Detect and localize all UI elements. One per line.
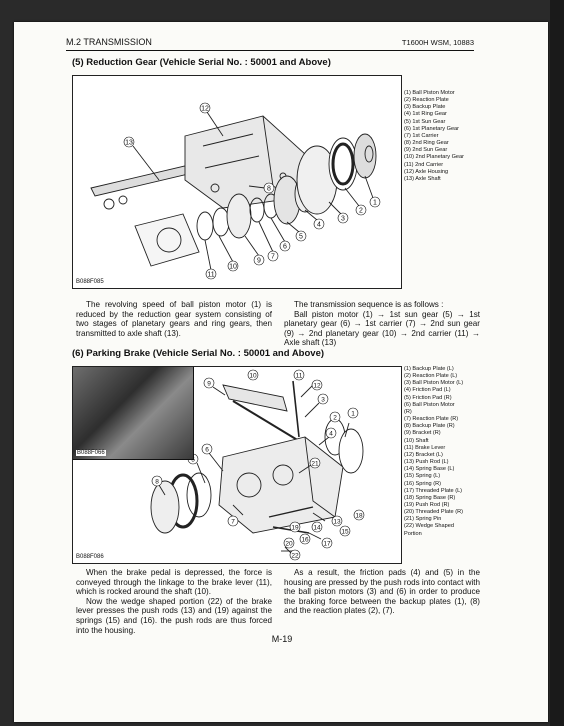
callout-21: 21 (311, 461, 319, 468)
parts-list-item: (7) 1st Carrier (404, 132, 439, 139)
parts-list-item: Portion (404, 530, 422, 537)
parking-brake-parts-list: (1) Backup Plate (L) (2) Reaction Plate … (404, 366, 463, 538)
parts-list-item: (7) Reaction Plate (R) (404, 416, 459, 423)
section-heading: M.2 TRANSMISSION (66, 37, 152, 47)
page-edge-shadow (550, 0, 564, 726)
parts-list-item: (1) Ball Piston Motor (404, 90, 455, 96)
callout-12: 12 (201, 106, 209, 113)
paragraph: The transmission sequence is as follows … (294, 300, 444, 309)
parts-list-item: (R) (404, 408, 412, 415)
parts-list-item: (4) Friction Pad (L) (404, 387, 451, 394)
parts-list-item: (8) 2nd Ring Gear (404, 140, 449, 147)
callout-10: 10 (229, 264, 237, 271)
callout-14: 14 (313, 525, 321, 532)
paragraph: As a result, the friction pads (4) and (… (284, 568, 480, 616)
braking-force-description: As a result, the friction pads (4) and (… (284, 568, 480, 616)
callout-3: 3 (341, 216, 345, 223)
callout-6: 6 (283, 244, 287, 251)
parking-brake-description: When the brake pedal is depressed, the f… (76, 568, 272, 635)
callout-18: 18 (355, 513, 363, 520)
callout-5: 5 (191, 457, 195, 464)
parking-brake-figure: B088F066 (72, 366, 402, 564)
callout-13: 13 (333, 519, 341, 526)
callout-9: 9 (257, 258, 261, 265)
parts-list-item: (12) Axle Housing (404, 168, 449, 175)
callout-20: 20 (285, 541, 293, 548)
paragraph: Now the wedge shaped portion (22) of the… (76, 596, 272, 635)
parking-brake-title: (6) Parking Brake (Vehicle Serial No. : … (72, 348, 325, 359)
callout-2: 2 (333, 415, 337, 422)
page-number: M-19 (271, 634, 293, 644)
parts-list-item: (13) Axle Shaft (404, 175, 441, 182)
parts-list-item: (15) Spring (L) (404, 473, 441, 480)
callout-11: 11 (207, 272, 214, 279)
parts-list-item: (16) Spring (R) (404, 480, 441, 487)
parts-list-item: (19) Push Rod (R) (404, 501, 450, 508)
parts-list-item: (4) 1st Ring Gear (404, 111, 447, 118)
paragraph: Ball piston motor (1) → 1st sun gear (5)… (284, 309, 480, 348)
callout-17: 17 (323, 541, 331, 548)
callout-1: 1 (373, 200, 377, 207)
parts-list-item: (18) Spring Base (R) (404, 494, 456, 501)
callout-9: 9 (207, 381, 211, 388)
parts-list-item: (6) 1st Planetary Gear (404, 125, 460, 132)
callout-4: 4 (317, 222, 321, 229)
figure-code: B088F085 (76, 279, 104, 285)
callout-13: 13 (125, 140, 133, 147)
parts-list-item: (3) Ball Piston Motor (L) (404, 380, 464, 387)
parts-list-item: (17) Threaded Plate (L) (404, 487, 463, 494)
callout-16: 16 (301, 537, 309, 544)
parts-list-item: (9) Bracket (R) (404, 430, 441, 437)
parts-list-item: (11) 2nd Carrier (404, 161, 444, 168)
callout-22: 22 (291, 553, 299, 560)
parts-list-item: (9) 2nd Sun Gear (404, 147, 448, 154)
reduction-gear-title: (5) Reduction Gear (Vehicle Serial No. :… (72, 57, 331, 68)
callout-5: 5 (299, 234, 303, 241)
inset-photo: B088F066 (73, 367, 194, 460)
callout-1: 1 (351, 411, 355, 418)
callout-11: 11 (296, 373, 303, 380)
manual-code: T1600H WSM, 10883 (401, 38, 474, 47)
callout-3: 3 (321, 397, 325, 404)
parts-list-item: (12) Bracket (L) (404, 451, 443, 458)
callout-12: 12 (313, 383, 321, 390)
photo-code: B088F066 (76, 450, 106, 456)
parts-list-item: (2) Reaction Plate (404, 97, 449, 104)
parts-list-item: (10) 2nd Planetary Gear (404, 154, 465, 161)
callout-10: 10 (249, 373, 257, 380)
callout-4: 4 (329, 431, 333, 438)
reduction-gear-parts-list: (1) Ball Piston Motor (2) Reaction Plate… (404, 90, 464, 183)
parts-list-item: (2) Reaction Plate (L) (404, 373, 458, 380)
reduction-gear-diagram: 13 12 1 2 3 4 5 6 7 8 9 10 11 B088F085 (72, 75, 402, 289)
parts-list-item: (20) Threaded Plate (R) (404, 509, 463, 516)
callout-15: 15 (341, 529, 349, 536)
callout-8: 8 (155, 479, 159, 486)
callout-19: 19 (291, 525, 299, 532)
parts-list-item: (13) Push Rod (L) (404, 459, 449, 466)
parts-list-item: (14) Spring Base (L) (404, 466, 455, 473)
callout-7: 7 (231, 519, 235, 526)
paragraph: When the brake pedal is depressed, the f… (76, 568, 272, 597)
parts-list-item: (8) Backup Plate (R) (404, 423, 455, 430)
transmission-sequence: The transmission sequence is as follows … (284, 300, 480, 348)
parts-list-item: (10) Shaft (404, 437, 429, 444)
parts-list-item: (11) Brake Lever (404, 444, 446, 451)
reduction-gear-description: The revolving speed of ball piston motor… (76, 300, 272, 338)
figure-code: B088F086 (76, 554, 104, 560)
parts-list-item: (21) Spring Pin (404, 516, 442, 523)
callout-7: 7 (271, 254, 275, 261)
callout-2: 2 (359, 208, 363, 215)
parts-list-item: (1) Backup Plate (L) (404, 366, 454, 372)
parts-list-item: (3) Backup Plate (404, 104, 446, 111)
callout-8: 8 (267, 186, 271, 193)
page-header: M.2 TRANSMISSION T1600H WSM, 10883 (66, 34, 474, 51)
paragraph: The revolving speed of ball piston motor… (76, 300, 272, 338)
parts-list-item: (6) Ball Piston Motor (404, 401, 455, 408)
callout-6: 6 (205, 447, 209, 454)
parts-list-item: (5) 1st Sun Gear (404, 118, 446, 125)
parts-list-item: (5) Friction Pad (R) (404, 394, 452, 401)
parts-list-item: (22) Wedge Shaped (404, 523, 454, 530)
